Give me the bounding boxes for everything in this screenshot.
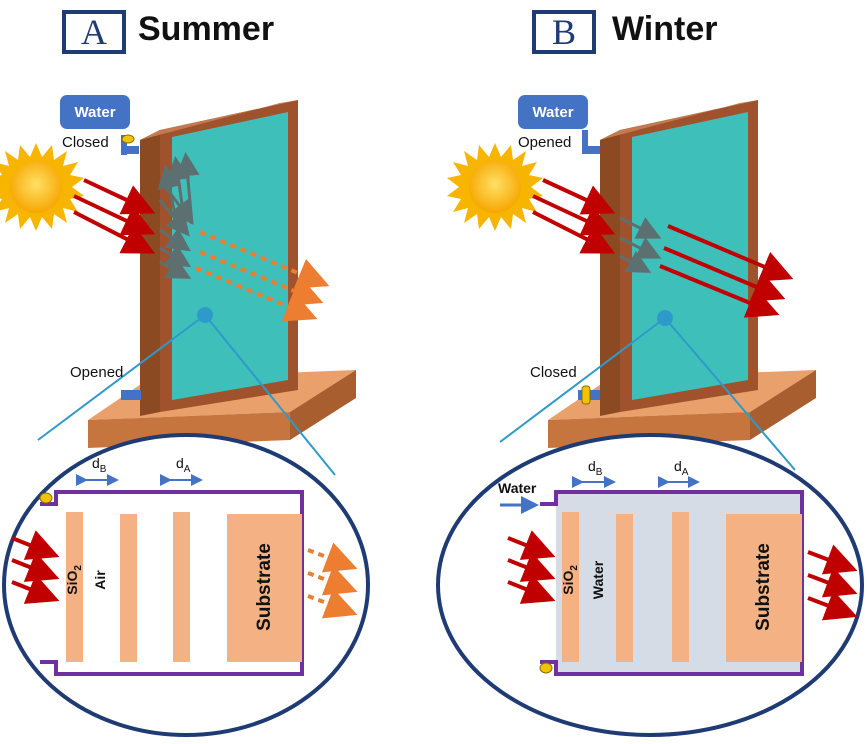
ray-arrow — [807, 567, 858, 598]
zoom-line — [499, 317, 666, 443]
panel-summer — [0, 100, 370, 737]
zoom-line — [37, 314, 206, 441]
ray-arrow — [307, 565, 358, 596]
ray-arrow — [507, 574, 556, 604]
panel-b-label: B — [532, 10, 596, 54]
cell-summer — [39, 490, 304, 676]
transmitted-light — [195, 230, 330, 322]
thin-layer — [120, 514, 137, 662]
bottom-valve-state-b: Closed — [530, 364, 577, 381]
substrate-block — [227, 514, 302, 662]
inlet-valve-icon[interactable] — [39, 492, 53, 504]
sun-ray — [73, 194, 156, 236]
gap-label-a: Air — [92, 570, 108, 590]
ray-arrow — [11, 552, 60, 582]
oxide-layer — [66, 512, 83, 662]
water-inlet-label: Water — [498, 480, 537, 496]
ray-arrow — [307, 542, 358, 573]
outlet-valve-icon[interactable] — [539, 662, 553, 674]
water-tank-a: Water — [60, 95, 130, 129]
sun-ray — [73, 210, 156, 254]
panel-a-title: Summer — [138, 10, 275, 48]
cell-transmitted-light — [307, 542, 358, 619]
top-valve-icon[interactable] — [121, 134, 135, 144]
sun-icon — [447, 143, 543, 231]
thin-layer — [672, 512, 689, 662]
sun-ray — [532, 194, 616, 236]
ray-arrow — [659, 264, 780, 318]
panel-a-label: A — [62, 10, 126, 54]
top-pipe-riser — [582, 130, 588, 154]
dim-a-label-b: dA — [674, 458, 689, 478]
incident-sunlight — [532, 178, 616, 254]
sun-ray — [542, 178, 616, 215]
ray-arrow — [11, 574, 60, 604]
panel-b-title: Winter — [612, 10, 718, 48]
ray-arrow — [159, 256, 192, 279]
bottom-valve-state-a: Opened — [70, 364, 124, 381]
thin-layer — [616, 514, 633, 662]
zoom-line — [664, 317, 796, 471]
sun-ray — [83, 178, 156, 215]
ray-arrow — [663, 246, 786, 302]
ray-arrow — [619, 216, 662, 239]
ray-arrow — [199, 230, 330, 289]
gap-label-b: Water — [590, 560, 606, 600]
ray-arrow — [160, 181, 194, 225]
oxide-layer — [562, 512, 579, 662]
ray-arrow — [807, 590, 858, 621]
ray-arrow — [507, 530, 556, 560]
internal-light — [619, 216, 662, 273]
reflected-light — [157, 152, 200, 279]
ray-arrow — [619, 250, 652, 273]
ray-arrow — [507, 552, 556, 582]
oxide-label-a: SiO2 — [64, 565, 84, 595]
sun-ray — [532, 210, 616, 254]
ray-arrow — [11, 530, 60, 560]
substrate-label-b: Substrate — [753, 543, 774, 631]
sun-icon — [0, 143, 84, 231]
cell-winter — [539, 490, 804, 676]
transmitted-sunlight — [659, 224, 794, 318]
bottom-pipe — [121, 390, 141, 400]
thin-layer — [173, 512, 190, 662]
top-valve-state-b: Opened — [518, 134, 572, 151]
cell-incident-light — [11, 530, 60, 604]
bottom-valve-icon[interactable] — [581, 385, 591, 405]
window-frame — [140, 100, 298, 416]
panel-winter — [436, 100, 864, 737]
cell-incident-light — [507, 530, 556, 604]
window-frame — [600, 100, 758, 416]
substrate-block — [726, 514, 802, 662]
ray-arrow — [307, 588, 358, 619]
ray-arrow — [667, 224, 794, 282]
incident-sunlight — [73, 178, 156, 254]
zoom-line — [204, 314, 336, 476]
top-valve-state-a: Closed — [62, 134, 109, 151]
dim-a-label-a: dA — [176, 455, 191, 475]
oxide-label-b: SiO2 — [560, 565, 580, 595]
cell-transmitted-light — [807, 544, 858, 621]
substrate-label-a: Substrate — [254, 543, 275, 631]
ray-arrow — [807, 544, 858, 575]
water-tank-b: Water — [518, 95, 588, 129]
top-pipe-riser — [121, 135, 127, 155]
top-pipe — [121, 146, 139, 154]
top-pipe — [582, 146, 600, 154]
dim-b-label-b: dB — [588, 458, 603, 478]
dim-b-label-a: dB — [92, 455, 107, 475]
ray-arrow — [195, 266, 318, 322]
